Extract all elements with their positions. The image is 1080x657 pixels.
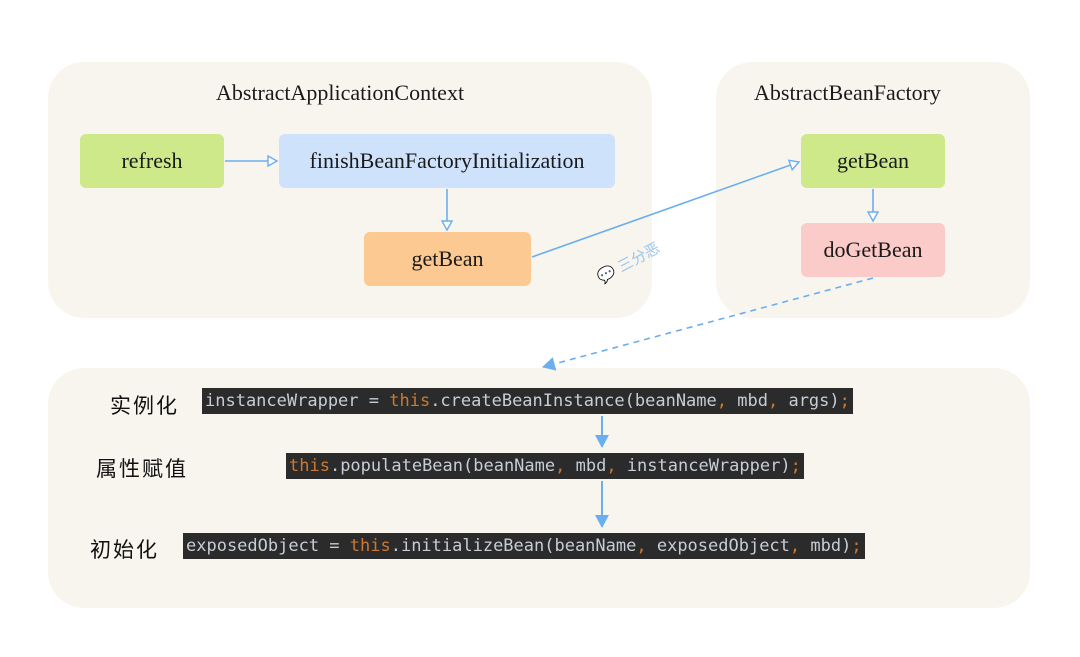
code-token: , (789, 536, 801, 556)
code-token: , (767, 391, 779, 411)
code-token: this (289, 456, 330, 476)
code-token: mbd) (800, 536, 852, 556)
code-token: args) (778, 391, 840, 411)
code-instantiate: instanceWrapper = this.createBeanInstanc… (202, 388, 853, 414)
finish-init-node: finishBeanFactoryInitialization (279, 134, 615, 188)
code-token: , (636, 536, 647, 556)
code-token: .populateBean(beanName (329, 456, 556, 476)
code-token: ; (839, 391, 850, 411)
code-token: this (389, 391, 431, 411)
code-token: ; (851, 536, 862, 556)
app-context-title: AbstractApplicationContext (216, 80, 465, 105)
stage-label-initialize: 初始化 (90, 538, 159, 562)
refresh-node: refresh (80, 134, 224, 188)
code-initialize: exposedObject = this.initializeBean(bean… (183, 533, 865, 559)
arrow-getbean-to-factory (531, 162, 799, 258)
app-context-panel: AbstractApplicationContext (48, 62, 652, 318)
code-token: mbd (565, 456, 607, 476)
arrow-dogetbean-to-lifecycle (542, 277, 874, 371)
code-populate: this.populateBean(beanName, mbd, instanc… (286, 453, 804, 479)
bean-factory-title: AbstractBeanFactory (754, 80, 941, 105)
code-token: ; (790, 456, 801, 476)
code-token: instanceWrapper = (205, 391, 390, 411)
code-token: .initializeBean(beanName (390, 536, 637, 556)
code-token: instanceWrapper) (616, 456, 791, 476)
do-get-bean-node: doGetBean (801, 223, 945, 277)
code-token: .createBeanInstance(beanName (430, 391, 717, 411)
code-token: , (716, 391, 728, 411)
code-token: , (606, 456, 617, 476)
code-token: mbd (727, 391, 768, 411)
stage-label-populate: 属性赋值 (96, 457, 188, 481)
get-bean-ctx-node: getBean (364, 232, 531, 286)
get-bean-factory-node: getBean (801, 134, 945, 188)
stage-label-instantiate: 实例化 (110, 394, 179, 418)
code-token: , (555, 456, 566, 476)
code-token: exposedObject = (186, 536, 350, 556)
code-token: this (349, 536, 391, 556)
code-token: exposedObject (646, 536, 790, 556)
